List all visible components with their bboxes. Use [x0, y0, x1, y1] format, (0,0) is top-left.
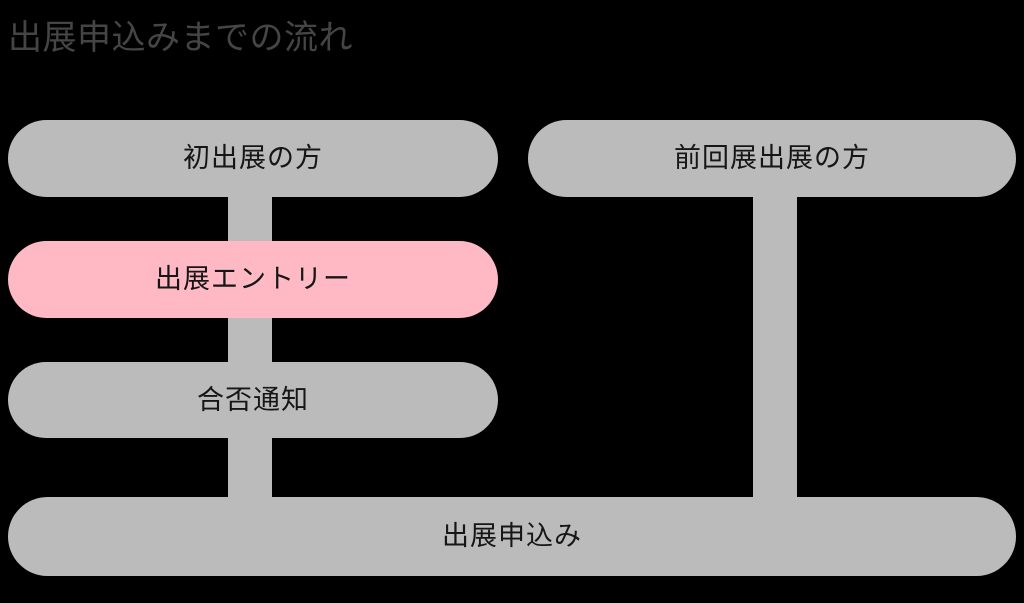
connector-first-to-entry: [228, 190, 272, 250]
connector-entry-to-result: [228, 310, 272, 370]
node-label: 合否通知: [197, 384, 309, 415]
node-first-time-exhibitor[interactable]: 初出展の方: [8, 120, 498, 197]
node-acceptance-notification[interactable]: 合否通知: [8, 362, 498, 438]
node-label: 初出展の方: [183, 143, 323, 173]
node-label: 前回展出展の方: [674, 143, 870, 173]
node-label: 出展エントリー: [155, 264, 351, 294]
node-label: 出展申込み: [442, 521, 582, 551]
connector-result-to-application: [228, 430, 272, 505]
node-returning-exhibitor[interactable]: 前回展出展の方: [528, 120, 1016, 197]
page-title: 出展申込みまでの流れ: [8, 19, 353, 57]
node-exhibition-entry[interactable]: 出展エントリー: [8, 241, 498, 318]
connector-returning-to-application: [753, 190, 797, 505]
node-exhibition-application[interactable]: 出展申込み: [8, 497, 1016, 576]
